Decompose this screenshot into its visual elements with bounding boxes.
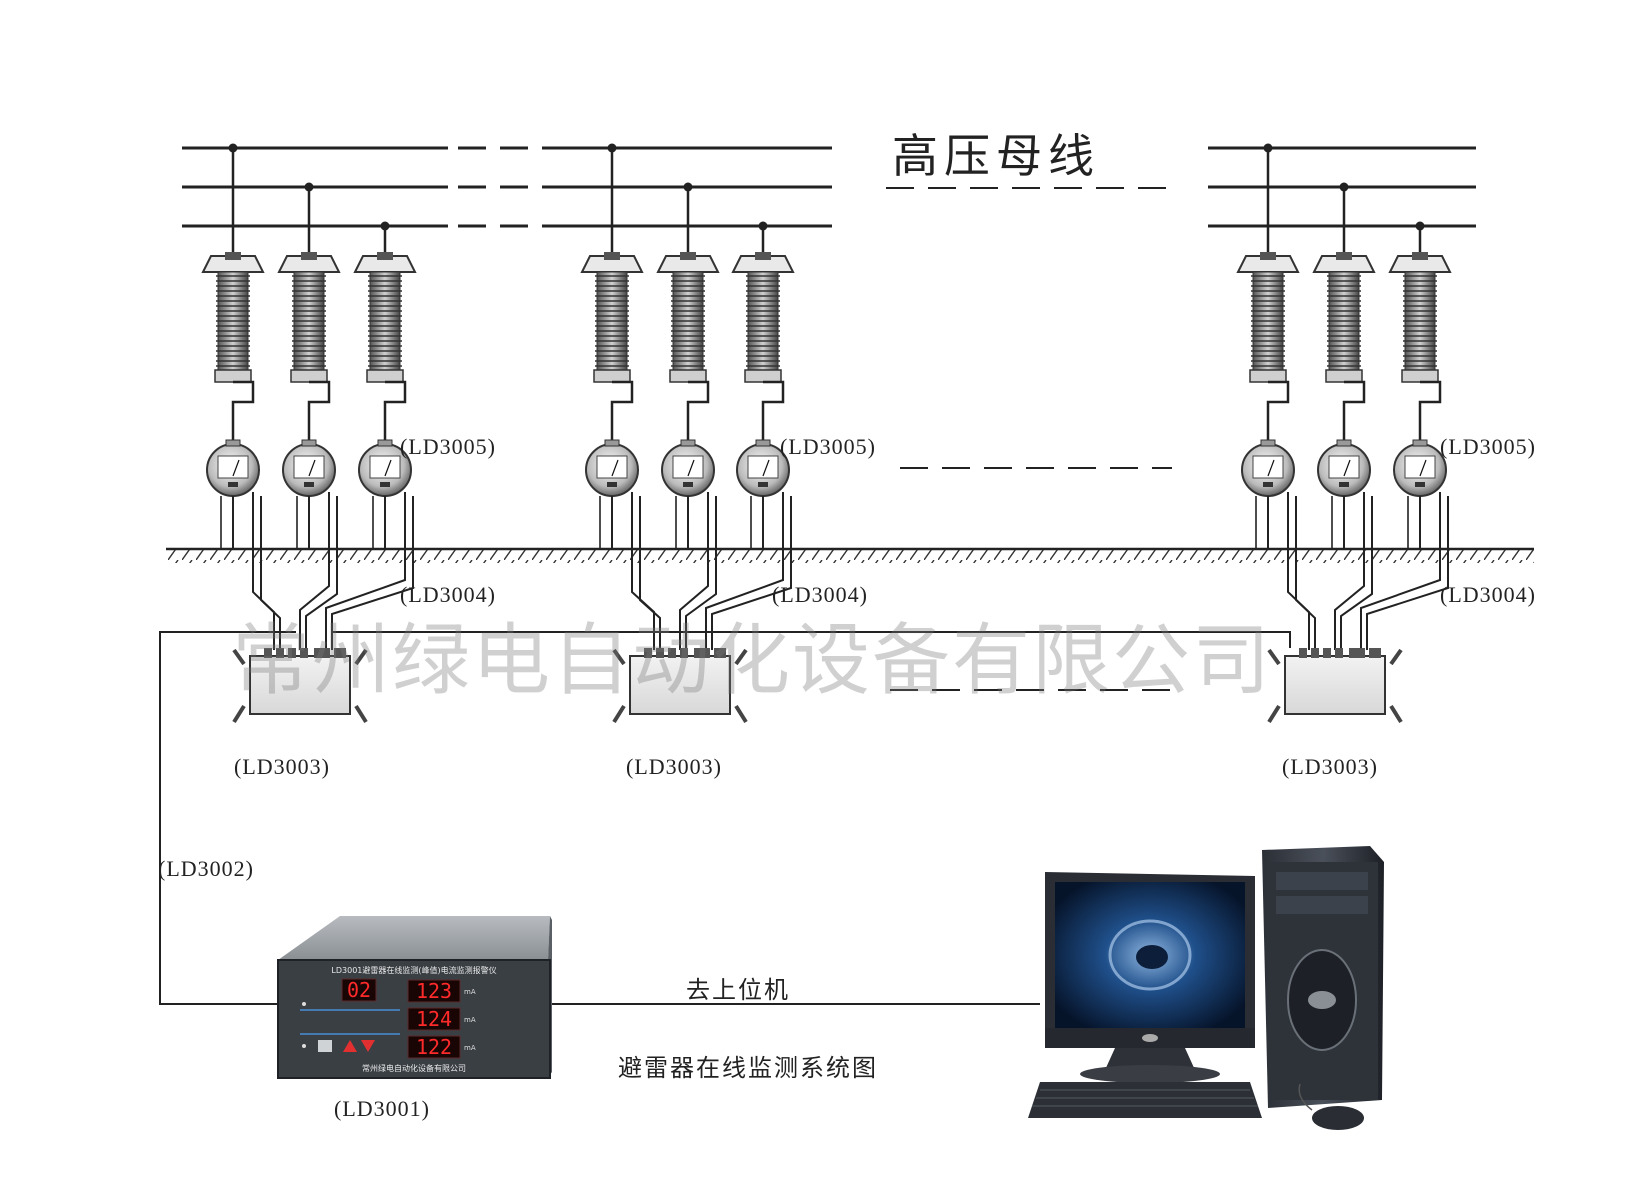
panel-button-set bbox=[318, 1040, 332, 1052]
panel-reading-2: 124 bbox=[416, 1007, 452, 1031]
arrester-unit bbox=[325, 221, 417, 650]
bus-continuation-dashes bbox=[458, 146, 1172, 691]
high-voltage-bus bbox=[182, 146, 1476, 228]
panel-unit-2: mA bbox=[464, 1016, 476, 1024]
panel-down-arrow-icon bbox=[361, 1040, 375, 1052]
arrester-unit bbox=[705, 221, 795, 650]
label-ld3004-a: (LD3004) bbox=[400, 582, 496, 607]
label-ld3005-c: (LD3005) bbox=[1440, 434, 1536, 459]
tower-logo-icon bbox=[1308, 991, 1336, 1009]
arrester-unit bbox=[1312, 182, 1376, 650]
panel-header: LD3001避雷器在线监测(峰值)电流监测报警仪 bbox=[331, 965, 496, 975]
label-ld3004-c: (LD3004) bbox=[1440, 582, 1536, 607]
label-ld3003-c: (LD3003) bbox=[1282, 754, 1378, 779]
panel-footer: 常州绿电自动化设备有限公司 bbox=[362, 1063, 466, 1073]
ground-line bbox=[166, 547, 1534, 563]
monitor-panel-ld3001: LD3001避雷器在线监测(峰值)电流监测报警仪 02 123 124 122 … bbox=[277, 916, 552, 1079]
panel-unit-3: mA bbox=[464, 1044, 476, 1052]
arrester-unit bbox=[1236, 143, 1316, 650]
upper-computer bbox=[1028, 846, 1384, 1130]
junction-box-ld3003 bbox=[612, 648, 748, 724]
diagram-caption: 避雷器在线监测系统图 bbox=[618, 1054, 878, 1082]
panel-up-arrow-icon bbox=[343, 1040, 357, 1052]
arrester-unit bbox=[201, 143, 281, 650]
label-ld3005-b: (LD3005) bbox=[780, 434, 876, 459]
junction-box-ld3003 bbox=[1267, 648, 1403, 724]
diagram-title: 高压母线 bbox=[892, 129, 1100, 183]
arrester-unit bbox=[580, 143, 661, 650]
label-ld3004-b: (LD3004) bbox=[772, 582, 868, 607]
label-ld3003-b: (LD3003) bbox=[626, 754, 722, 779]
arrester-phases bbox=[201, 143, 1452, 650]
upper-computer-label: 去上位机 bbox=[686, 976, 790, 1004]
label-ld3001: (LD3001) bbox=[334, 1096, 430, 1121]
arrester-unit bbox=[277, 182, 341, 650]
label-ld3002: (LD3002) bbox=[158, 856, 254, 881]
label-ld3003-a: (LD3003) bbox=[234, 754, 330, 779]
arrester-unit bbox=[1360, 221, 1452, 650]
junction-box-ld3003 bbox=[232, 648, 368, 724]
panel-reading-3: 122 bbox=[416, 1035, 452, 1059]
panel-channel-display: 02 bbox=[347, 978, 371, 1002]
label-ld3005-a: (LD3005) bbox=[400, 434, 496, 459]
panel-reading-1: 123 bbox=[416, 979, 452, 1003]
junction-boxes bbox=[232, 648, 1403, 724]
panel-unit-1: mA bbox=[464, 988, 476, 996]
arrester-unit bbox=[656, 182, 720, 650]
trunk-cable bbox=[159, 631, 1291, 1005]
